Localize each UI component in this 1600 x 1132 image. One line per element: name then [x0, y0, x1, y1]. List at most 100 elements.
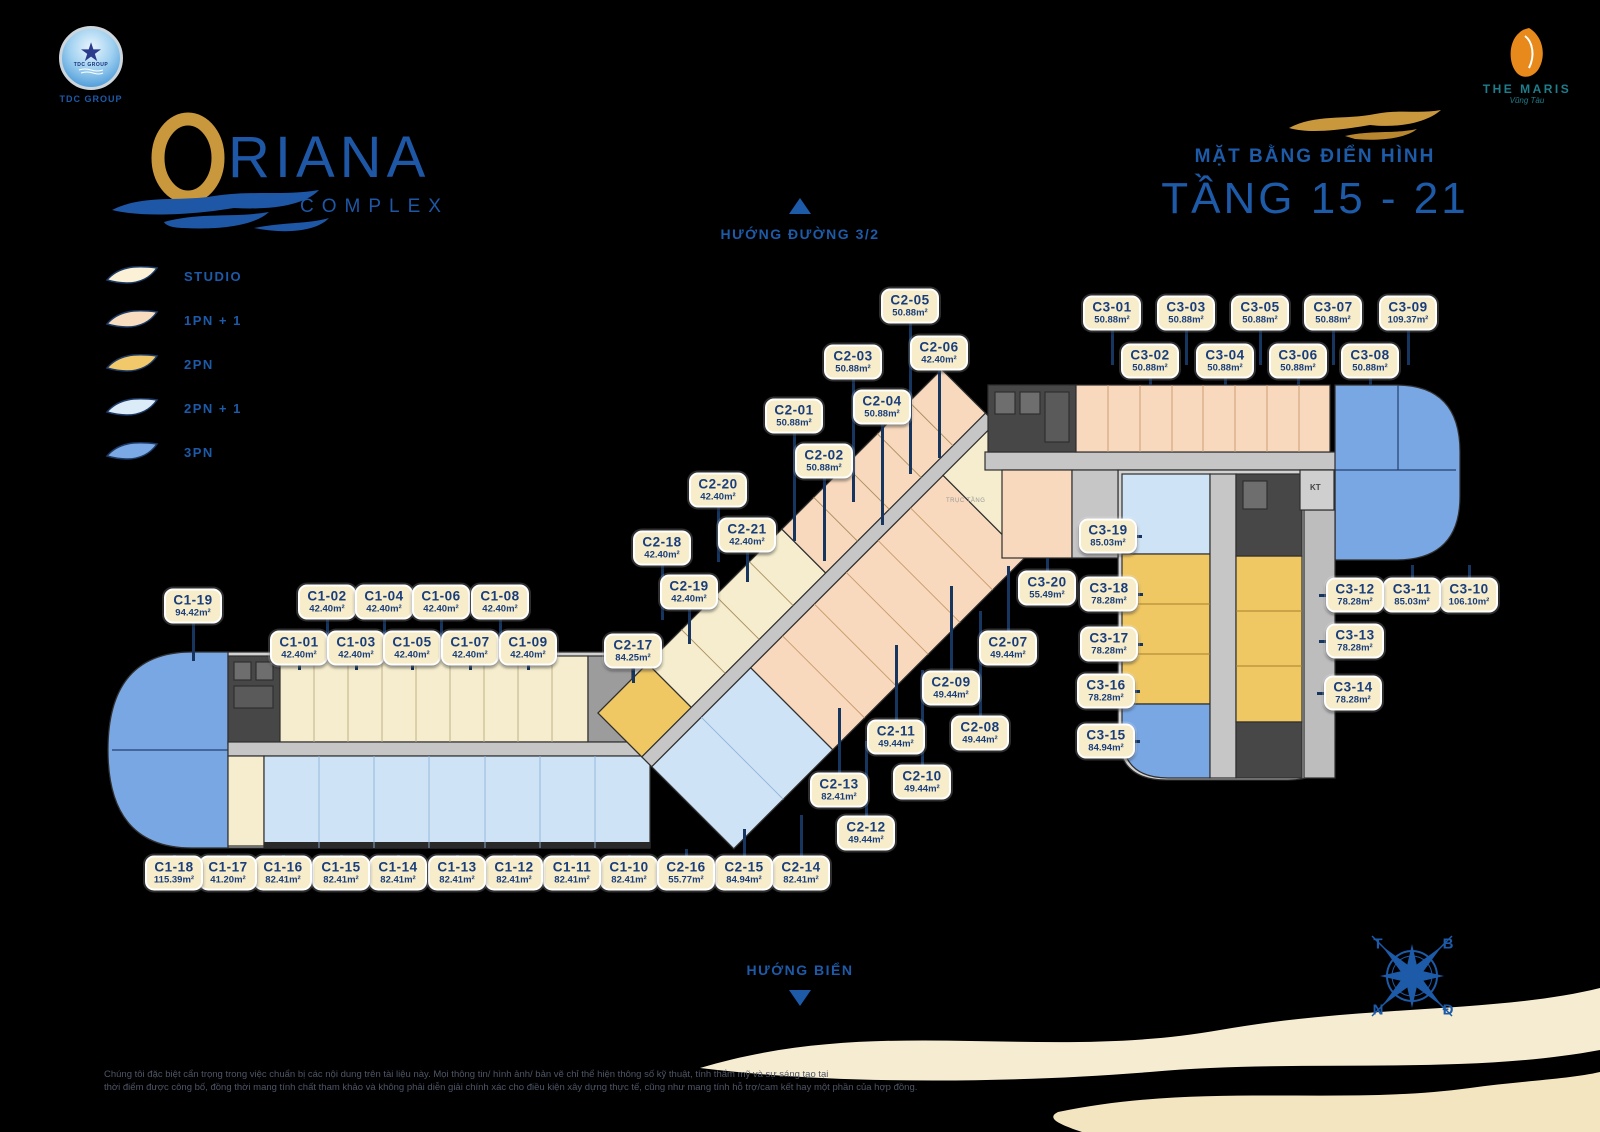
unit-id: C1-17 — [208, 859, 248, 875]
unit-area: 50.88m² — [892, 307, 928, 319]
leader-line — [851, 362, 855, 502]
compass-letter-b: B — [1442, 935, 1454, 953]
unit-id: C2-18 — [642, 534, 682, 550]
legend-label: 2PN — [184, 356, 214, 372]
unit-id: C3-05 — [1240, 299, 1280, 315]
unit-area: 42.40m² — [671, 593, 707, 605]
unit-id: C2-15 — [724, 859, 764, 875]
unit-area: 82.41m² — [323, 874, 359, 886]
unit-area: 42.40m² — [644, 549, 680, 561]
unit-id: C2-03 — [833, 348, 873, 364]
unit-area: 84.94m² — [726, 874, 762, 886]
legend-item: 1PN + 1 — [104, 298, 242, 342]
unit-id: C2-16 — [666, 859, 706, 875]
unit-id: C1-16 — [263, 859, 303, 875]
unit-area: 82.41m² — [380, 874, 416, 886]
unit-id: C1-19 — [173, 592, 213, 608]
truc-tang-note: TRỤC TẦNG — [946, 498, 986, 504]
unit-id: C1-04 — [364, 588, 404, 604]
unit-id: C1-06 — [421, 588, 461, 604]
unit-id: C2-20 — [698, 476, 738, 492]
leader-line — [937, 353, 941, 458]
unit-area: 115.39m² — [153, 874, 195, 886]
unit-area: 42.40m² — [281, 649, 317, 661]
maris-logo: THE MARIS Vũng Tàu — [1462, 26, 1592, 105]
unit-area: 50.88m² — [1168, 314, 1204, 326]
unit-id: C1-13 — [437, 859, 477, 875]
unit-area: 42.40m² — [729, 536, 765, 548]
unit-id: C1-05 — [392, 634, 432, 650]
compass-letter-d: Đ — [1442, 1001, 1454, 1019]
unit-area: 42.40m² — [482, 603, 518, 615]
unit-id: C3-19 — [1088, 522, 1128, 538]
unit-id: C1-14 — [378, 859, 418, 875]
star-icon: ★ — [79, 37, 103, 67]
leader-line — [1184, 313, 1188, 365]
unit-id: C2-11 — [876, 723, 916, 739]
oriana-complex-text: COMPLEX — [300, 196, 449, 217]
unit-id: C1-11 — [552, 859, 592, 875]
leader-line — [191, 606, 195, 661]
unit-id: C3-12 — [1335, 581, 1375, 597]
unit-id: C3-17 — [1089, 630, 1129, 646]
direction-sea-label: HƯỚNG BIỂN — [746, 962, 854, 978]
unit-id: C1-18 — [154, 859, 194, 875]
unit-area: 82.41m² — [496, 874, 532, 886]
unit-type-wave-icon — [105, 354, 159, 372]
direction-road-label: HƯỚNG ĐƯỜNG 3/2 — [720, 226, 880, 242]
unit-id: C2-12 — [846, 819, 886, 835]
unit-id: C2-21 — [727, 521, 767, 537]
leader-line — [439, 602, 443, 654]
unit-id: C1-09 — [508, 634, 548, 650]
unit-id: C1-10 — [609, 859, 649, 875]
unit-id: C1-03 — [336, 634, 376, 650]
maris-subtitle: Vũng Tàu — [1509, 96, 1545, 105]
unit-area: 85.03m² — [1394, 596, 1430, 608]
tdc-logo: ★ TDC GROUP TDC GROUP — [26, 26, 156, 104]
unit-id: C3-04 — [1205, 347, 1245, 363]
unit-area: 78.28m² — [1088, 692, 1124, 704]
unit-area: 50.88m² — [1315, 314, 1351, 326]
unit-area: 49.44m² — [848, 834, 884, 846]
leader-line — [687, 592, 691, 644]
disclaimer-line2: thời điểm được công bố, đồng thời mang t… — [104, 1082, 918, 1093]
unit-area: 49.44m² — [904, 783, 940, 795]
unit-area: 106.10m² — [1448, 596, 1490, 608]
legend-label: 3PN — [184, 444, 214, 460]
unit-id: C2-09 — [931, 674, 971, 690]
unit-id: C3-16 — [1086, 677, 1126, 693]
unit-id: C3-13 — [1335, 627, 1375, 643]
unit-area: 42.40m² — [366, 603, 402, 615]
leader-line — [498, 602, 502, 654]
disclaimer-line1: Chúng tôi đặc biệt cẩn trọng trong việc … — [104, 1069, 829, 1080]
plan-title: MẶT BẰNG ĐIỂN HÌNH TẦNG 15 - 21 — [1155, 146, 1475, 224]
unit-id: C2-01 — [774, 402, 814, 418]
